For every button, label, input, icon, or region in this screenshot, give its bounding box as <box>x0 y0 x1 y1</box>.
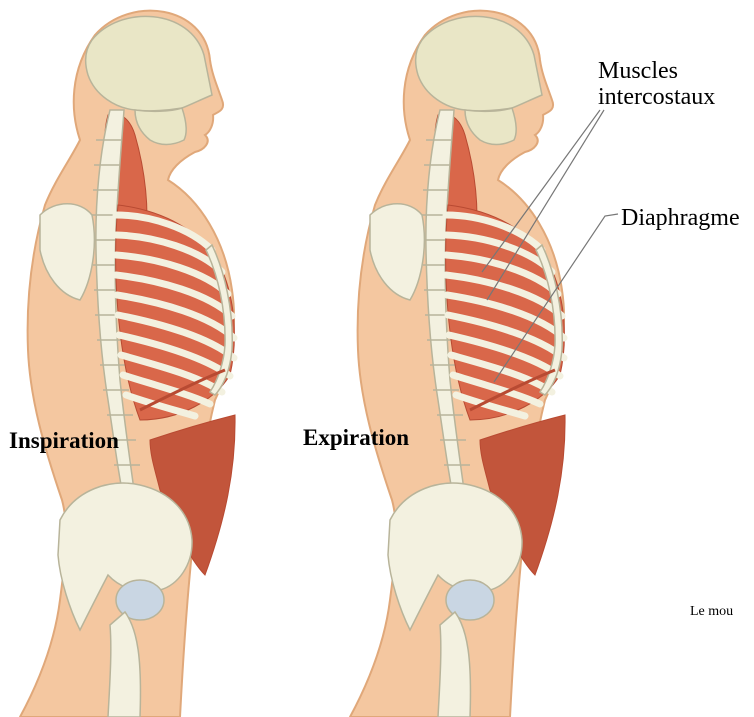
figure-caption: Le mou <box>690 604 733 619</box>
expiration-figure <box>350 11 565 717</box>
inspiration-label: Inspiration <box>9 428 119 453</box>
diaphragme-label: Diaphragme <box>621 205 740 231</box>
inspiration-figure <box>20 11 235 717</box>
expiration-label: Expiration <box>303 425 409 450</box>
muscles-intercostaux-label: Muscles intercostaux <box>598 58 715 111</box>
